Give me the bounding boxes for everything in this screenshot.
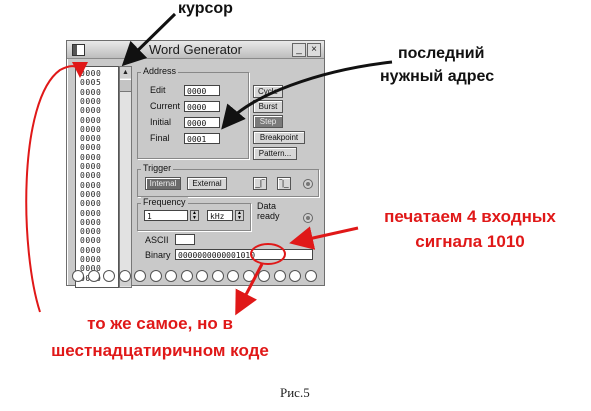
list-item[interactable]: 0000 [80, 208, 102, 218]
list-item[interactable]: 0000 [80, 69, 102, 78]
output-terminal[interactable] [72, 270, 84, 282]
binary-label: Binary [145, 250, 171, 260]
last-address-arrow [221, 60, 393, 130]
final-label: Final [150, 133, 170, 143]
data-ready-indicator [303, 213, 313, 223]
binary-highlight-circle [250, 243, 286, 265]
list-item[interactable]: 0000 [80, 227, 102, 237]
list-item[interactable]: 0000 [80, 171, 102, 181]
annotation-last-address-1: последний [398, 45, 485, 62]
unit-spin-icon[interactable]: ▲▼ [235, 210, 244, 221]
list-item[interactable]: 0000 [80, 189, 102, 199]
window-title: Word Generator [149, 42, 242, 57]
hex-loop-arrow [25, 61, 88, 313]
list-item[interactable]: 0000 [80, 236, 102, 246]
scroll-thumb[interactable] [120, 79, 131, 92]
burst-button[interactable]: Burst [253, 100, 283, 113]
frequency-value-field[interactable]: 1 [144, 210, 188, 221]
output-terminal[interactable] [211, 270, 224, 282]
list-item[interactable]: 0000 [80, 180, 102, 190]
address-group [137, 72, 249, 159]
breakpoint-button[interactable]: Breakpoint [253, 131, 305, 144]
current-address-field[interactable]: 0000 [184, 101, 220, 112]
list-item[interactable]: 0000 [80, 143, 102, 153]
output-terminal[interactable] [227, 270, 239, 282]
output-terminal[interactable] [118, 270, 131, 282]
list-item[interactable]: 0000 [80, 255, 102, 264]
internal-trigger-button[interactable]: Internal [145, 177, 181, 190]
frequency-group [137, 203, 251, 231]
data-ready-label: Data ready [257, 201, 280, 221]
list-item[interactable]: 0000 [80, 264, 102, 274]
frequency-unit-field[interactable]: kHz [207, 210, 233, 221]
annotation-cursor: курсор [178, 0, 233, 17]
minimize-icon[interactable]: _ [292, 43, 306, 57]
cursor-arrow [121, 12, 177, 67]
annotation-type-signals-2: сигнала 1010 [415, 232, 525, 251]
step-button[interactable]: Step [253, 115, 283, 128]
output-terminal[interactable] [289, 270, 301, 282]
list-item[interactable]: 0000 [80, 124, 102, 134]
frequency-spin-icon[interactable]: ▲▼ [190, 210, 199, 221]
trigger-group-label: Trigger [141, 163, 174, 173]
pattern-button[interactable]: Pattern... [253, 147, 297, 160]
edit-label: Edit [150, 85, 166, 95]
output-terminal[interactable] [242, 270, 255, 282]
annotation-last-address-2: нужный адрес [380, 68, 495, 85]
annotation-hex-1: то же самое, но в [87, 314, 233, 333]
close-icon[interactable]: × [307, 43, 321, 57]
output-terminal[interactable] [273, 270, 286, 282]
address-group-label: Address [141, 66, 179, 76]
list-item[interactable]: 0000 [80, 217, 102, 227]
output-terminal[interactable] [258, 270, 270, 282]
list-item[interactable]: 0000 [80, 245, 102, 255]
edit-address-field[interactable]: 0000 [184, 85, 220, 96]
scroll-up-icon[interactable]: ▲ [120, 67, 131, 78]
list-item[interactable]: 0000 [80, 134, 102, 144]
trigger-group [137, 169, 319, 197]
initial-label: Initial [150, 117, 172, 127]
rising-edge-icon[interactable]: _|‾ [253, 177, 267, 190]
output-terminal[interactable] [196, 270, 208, 282]
output-terminal[interactable] [134, 270, 146, 282]
binary-arrow [289, 226, 359, 250]
window-menu-icon[interactable] [72, 44, 85, 56]
hex-down-arrow [235, 263, 264, 316]
list-item[interactable]: 0005 [80, 78, 102, 88]
cycle-button[interactable]: Cycle [253, 85, 283, 98]
initial-address-field[interactable]: 0000 [184, 117, 220, 128]
falling-edge-icon[interactable]: ‾|_ [277, 177, 291, 190]
list-item[interactable]: 0000 [80, 115, 102, 125]
output-terminal[interactable] [103, 270, 115, 282]
list-item[interactable]: 0000 [80, 152, 102, 162]
list-item[interactable]: 0000 [80, 199, 102, 209]
current-label: Current [150, 101, 181, 111]
external-trigger-button[interactable]: External [187, 177, 227, 190]
ascii-field[interactable] [175, 234, 195, 245]
ascii-label: ASCII [145, 235, 169, 245]
frequency-group-label: Frequency [141, 197, 188, 207]
figure-caption: Рис.5 [280, 385, 310, 400]
list-item[interactable]: 0000 [80, 106, 102, 116]
binary-field[interactable]: 0000000000001010 [175, 249, 313, 260]
list-item[interactable]: 0000 [80, 96, 102, 106]
output-terminal[interactable] [180, 270, 193, 282]
annotation-hex-2: шестнадцатиричном коде [51, 341, 269, 360]
output-terminal[interactable] [149, 270, 162, 282]
final-address-field[interactable]: 0001 [184, 133, 220, 144]
annotation-type-signals-1: печатаем 4 входных [384, 207, 556, 226]
list-item[interactable]: 0000 [80, 162, 102, 171]
output-terminal[interactable] [87, 270, 100, 282]
trigger-qualifier-radio[interactable] [303, 179, 313, 189]
output-terminal[interactable] [304, 270, 317, 282]
list-item[interactable]: 0000 [80, 87, 102, 97]
output-terminal[interactable] [165, 270, 177, 282]
